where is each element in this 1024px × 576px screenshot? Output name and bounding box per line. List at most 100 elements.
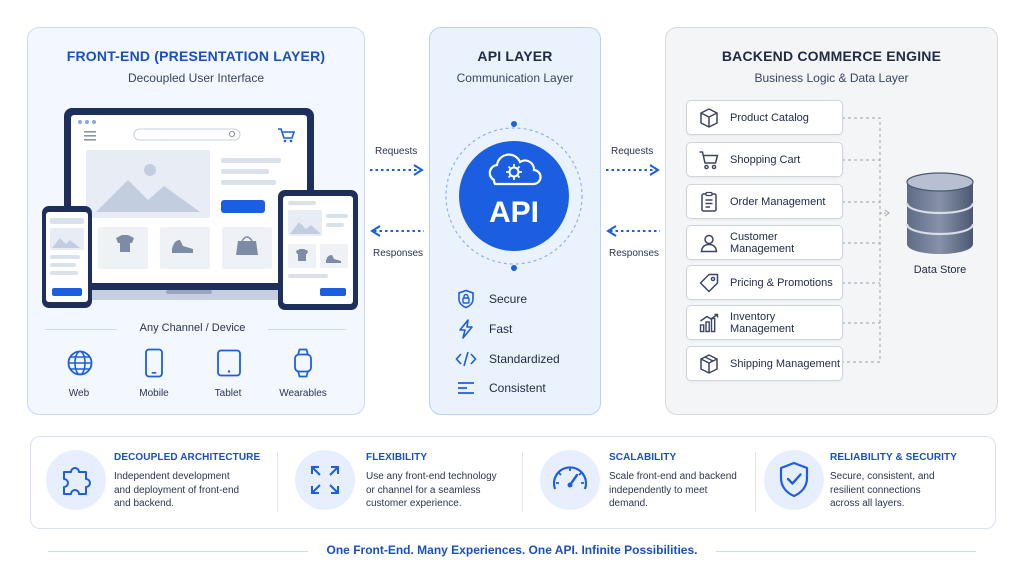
feature-standardized: Standardized (455, 349, 560, 369)
frontend-subtitle: Decoupled User Interface (127, 71, 265, 85)
module-label: Order Management (730, 195, 826, 208)
benefit-divider (277, 452, 278, 512)
module-label: Shipping Management (730, 357, 841, 370)
cart-icon (699, 150, 719, 169)
benefit-desc-line: Independent development (114, 471, 230, 482)
tagline: One Front-End. Many Experiences. One API… (326, 543, 698, 557)
benefit-desc-line: Use any front-end technology (366, 471, 497, 482)
puzzle-icon (63, 467, 91, 495)
module-label: Shopping Cart (730, 153, 801, 166)
feature-label-secure: Secure (489, 292, 528, 306)
devices-illustration (42, 108, 358, 310)
module-customer-management[interactable]: Customer Management (686, 225, 843, 260)
expand-icon (311, 466, 339, 494)
database-icon (905, 172, 975, 254)
benefits-strip (30, 436, 996, 529)
module-pricing-promotions[interactable]: Pricing & Promotions (686, 265, 843, 300)
data-store-label: Data Store (913, 264, 967, 276)
tagline-line-left (48, 551, 308, 552)
right-response-arrow (606, 225, 660, 237)
benefit-desc-decoupled: Independent development and deployment o… (114, 470, 264, 511)
benefit-desc-line: independently to meet (609, 484, 708, 496)
tagline-line-right (716, 551, 976, 552)
module-order-management[interactable]: Order Management (686, 184, 843, 219)
cloud-gear-icon (488, 153, 542, 186)
left-request-arrow (370, 164, 424, 176)
right-requests-label: Requests (611, 146, 654, 157)
module-shipping-management[interactable]: Shipping Management (686, 346, 843, 381)
benefit-desc-line: resilient connections (830, 484, 921, 496)
api-title: API LAYER (477, 48, 553, 64)
caption-line-right (268, 329, 346, 330)
channel-label-web: Web (68, 388, 90, 399)
box-icon (700, 107, 718, 128)
benefit-icon-circle (295, 450, 355, 510)
api-subtitle: Communication Layer (456, 71, 574, 85)
benefit-icon-circle (540, 450, 600, 510)
channel-caption: Any Channel / Device (139, 322, 246, 334)
gauge-icon (552, 466, 588, 490)
module-label: Inventory Management (730, 310, 795, 335)
api-hub (445, 121, 583, 271)
left-responses-label: Responses (373, 248, 424, 259)
benefit-desc-scalability: Scale front-end and backend independentl… (609, 470, 759, 511)
benefit-title-decoupled: DECOUPLED ARCHITECTURE (114, 452, 261, 463)
right-request-arrow (606, 164, 660, 176)
frontend-title: FRONT-END (PRESENTATION LAYER) (66, 48, 326, 64)
phone-illustration (42, 206, 92, 308)
globe-icon (67, 350, 93, 376)
benefit-desc-line: Scale front-end and backend (609, 471, 737, 482)
clipboard-icon (701, 191, 717, 212)
benefit-icon-circle (764, 450, 824, 510)
module-label: Customer Management (730, 230, 795, 255)
laptop-illustration (46, 108, 336, 300)
module-label: Product Catalog (730, 111, 809, 124)
feature-label-consistent: Consistent (489, 381, 546, 395)
module-label: Pricing & Promotions (730, 276, 833, 289)
caption-line-left (45, 329, 117, 330)
tag-icon (699, 273, 719, 292)
left-response-arrow (370, 225, 424, 237)
lock-icon (458, 289, 474, 309)
benefit-desc-flexibility: Use any front-end technology or channel … (366, 470, 516, 511)
backend-title: BACKEND COMMERCE ENGINE (721, 48, 942, 64)
right-responses-label: Responses (609, 248, 660, 259)
lines-icon (458, 382, 474, 394)
module-inventory-management[interactable]: Inventory Management (686, 305, 843, 340)
tablet-icon (217, 349, 241, 377)
user-icon (700, 234, 718, 252)
feature-secure: Secure (455, 289, 527, 309)
left-requests-label: Requests (375, 146, 418, 157)
feature-consistent: Consistent (455, 378, 546, 398)
shield-check-icon (779, 461, 809, 498)
feature-label-fast: Fast (489, 322, 513, 336)
benefit-divider (522, 452, 523, 512)
tablet-illustration (278, 190, 358, 310)
benefit-desc-line: and backend. (114, 498, 175, 509)
benefit-title-reliability: RELIABILITY & SECURITY (830, 452, 958, 463)
module-product-catalog[interactable]: Product Catalog (686, 100, 843, 135)
benefit-desc-reliability: Secure, consistent, and resilient connec… (830, 470, 980, 511)
module-shopping-cart[interactable]: Shopping Cart (686, 142, 843, 177)
benefit-desc-line: or channel for a seamless (366, 484, 481, 496)
module-connectors (842, 117, 890, 363)
benefit-divider (755, 452, 756, 512)
mobile-icon (145, 348, 163, 378)
benefit-title-scalability: SCALABILITY (609, 452, 677, 463)
code-icon (455, 351, 477, 367)
channel-label-wearables: Wearables (279, 388, 327, 399)
benefit-desc-line: customer experience. (366, 498, 462, 509)
channel-label-mobile: Mobile (139, 388, 169, 399)
watch-icon (294, 348, 312, 378)
benefit-icon-circle (46, 450, 106, 510)
benefit-desc-line: across all layers. (830, 498, 905, 509)
benefit-desc-line: and deployment of front-end (114, 484, 240, 496)
channel-label-tablet: Tablet (214, 388, 242, 399)
lightning-icon (459, 319, 473, 339)
feature-label-standardized: Standardized (489, 352, 560, 366)
benefit-title-flexibility: FLEXIBILITY (366, 452, 428, 463)
benefit-desc-line: demand. (609, 498, 648, 509)
benefit-desc-line: Secure, consistent, and (830, 471, 935, 482)
bar-chart-icon (699, 313, 719, 332)
backend-subtitle: Business Logic & Data Layer (754, 71, 909, 85)
